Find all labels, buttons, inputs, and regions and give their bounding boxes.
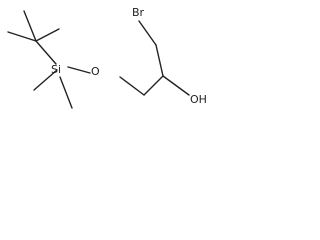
structural-formula: Br O OH Si bbox=[7, 6, 207, 109]
bond-ch2-to-br bbox=[138, 20, 157, 46]
bond-tbu-left-arm bbox=[7, 31, 37, 42]
atom-label-si: Si bbox=[51, 63, 61, 76]
bond-o-to-ch2 bbox=[119, 76, 145, 96]
bond-tbu-right-arm bbox=[35, 28, 60, 42]
bond-si-methyl-left bbox=[33, 69, 58, 91]
bond-si-methyl-down bbox=[59, 76, 73, 109]
bond-chiral-c-to-ch2br bbox=[155, 44, 164, 77]
bond-tbu-top-arm bbox=[23, 10, 37, 42]
atom-label-br: Br bbox=[132, 6, 145, 19]
bond-tbu-to-si bbox=[35, 40, 57, 65]
bond-si-to-o bbox=[67, 66, 91, 74]
bond-ch2-to-chiral-c bbox=[143, 75, 164, 96]
atom-label-o: O bbox=[91, 65, 100, 78]
bond-chiral-c-to-oh bbox=[162, 75, 190, 96]
atom-label-oh: OH bbox=[190, 93, 207, 106]
